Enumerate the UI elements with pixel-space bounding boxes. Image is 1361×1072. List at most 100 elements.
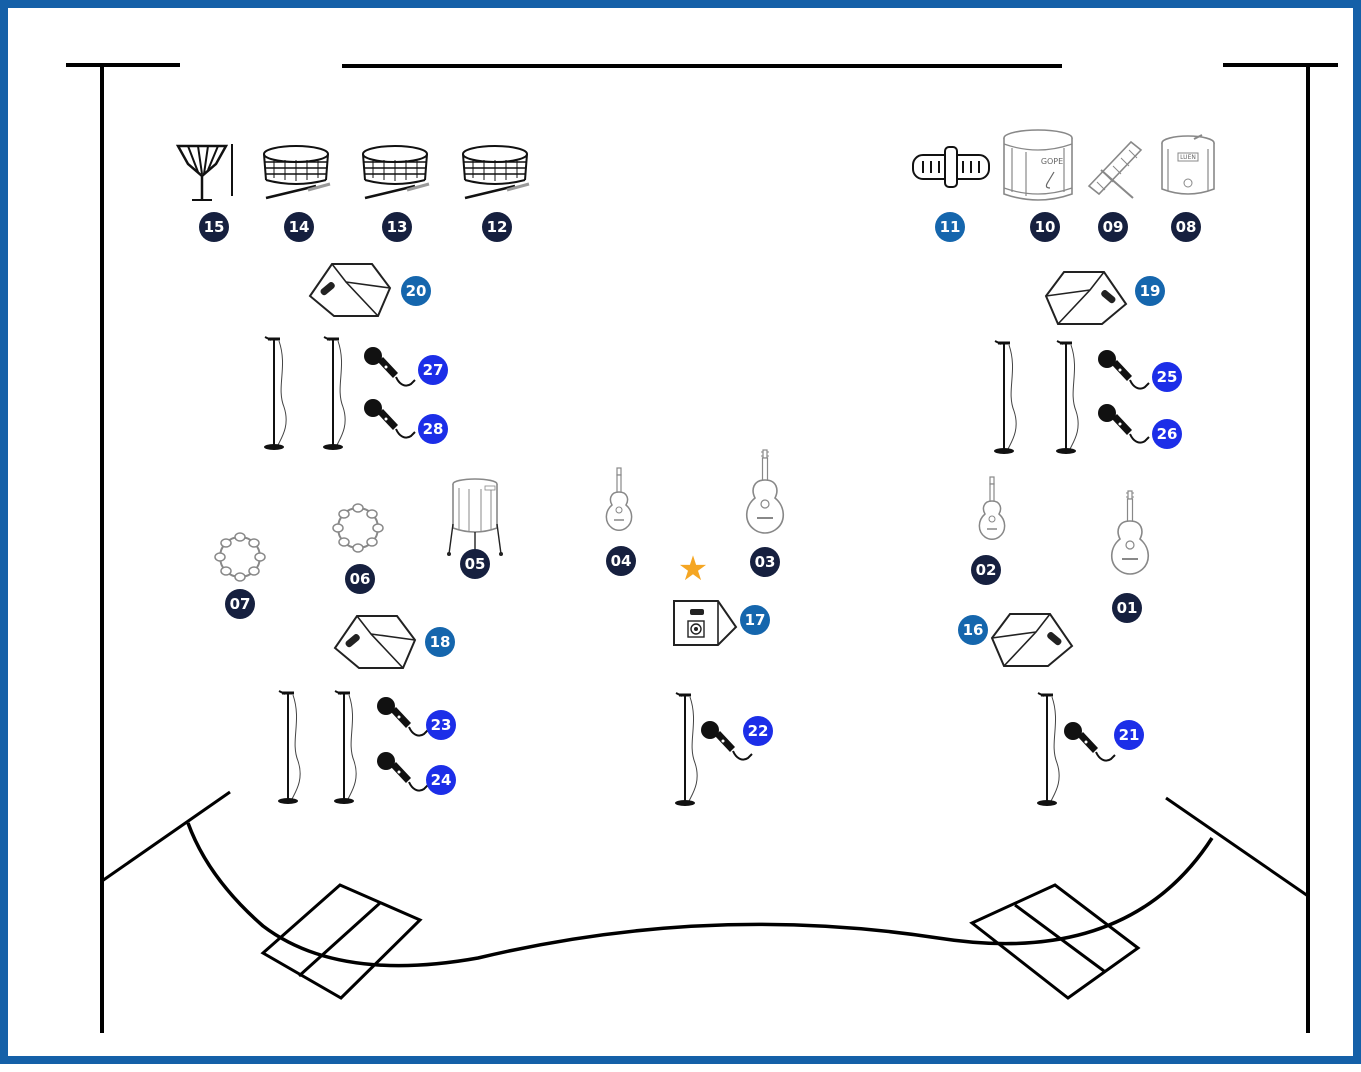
mic-stand-icon [276, 689, 302, 806]
position-badge-number: 15 [204, 218, 225, 236]
position-badge-circle [418, 414, 448, 444]
position-badge-number: 26 [1157, 425, 1178, 443]
position-badge-number: 14 [289, 218, 310, 236]
shaker-icon [912, 146, 990, 188]
position-badge-circle [482, 212, 512, 242]
position-badge-number: 04 [611, 552, 632, 570]
position-badge-circle [284, 212, 314, 242]
position-badge-circle [971, 555, 1001, 585]
handheld-mic-icon [376, 751, 429, 792]
mic-stand-icon [1054, 339, 1080, 456]
repique-icon: LUEN [1161, 134, 1215, 195]
position-badge: 06 [345, 564, 375, 594]
position-badge-circle [1152, 362, 1182, 392]
position-badge-number: 25 [1157, 368, 1178, 386]
mic-stand-icon [332, 689, 358, 806]
position-badge-number: 02 [976, 561, 997, 579]
mic-stand-icon [992, 339, 1018, 456]
stage-plot-diagram: GOPE LUEN ★ [66, 63, 1338, 1033]
position-badge: 22 [743, 716, 773, 746]
position-badge-circle [740, 605, 770, 635]
position-badge: 03 [750, 547, 780, 577]
position-badge: 07 [225, 589, 255, 619]
amplifier-icon [673, 600, 738, 646]
tamborim-icon [262, 144, 332, 200]
position-badge-circle [1171, 212, 1201, 242]
position-badge-number: 08 [1176, 218, 1197, 236]
position-badge-number: 09 [1103, 218, 1124, 236]
position-badge-circle [935, 212, 965, 242]
surdo-icon: GOPE [1003, 129, 1073, 201]
position-badge-number: 27 [423, 361, 444, 379]
handheld-mic-icon [363, 346, 416, 387]
handheld-mic-icon [1097, 403, 1150, 444]
handheld-mic-icon [1063, 721, 1116, 762]
lead-position-star-icon: ★ [678, 549, 708, 589]
position-badge: 28 [418, 414, 448, 444]
position-badge-number: 01 [1117, 599, 1138, 617]
position-badge-number: 10 [1035, 218, 1056, 236]
position-badge-number: 22 [748, 722, 769, 740]
repique-brand-label: LUEN [1180, 154, 1196, 161]
position-badge: 27 [418, 355, 448, 385]
position-badge-circle [606, 546, 636, 576]
position-badge-circle [1135, 276, 1165, 306]
position-badge-number: 07 [230, 595, 251, 613]
position-badge: 04 [606, 546, 636, 576]
position-badge-number: 18 [430, 633, 451, 651]
position-badge-circle [1114, 720, 1144, 750]
monitor-wedge-icon [334, 615, 416, 669]
monitor-wedge-icon [1045, 271, 1127, 325]
position-badge-circle [418, 355, 448, 385]
position-badge-circle [425, 627, 455, 657]
cavaquinho-icon [605, 467, 633, 531]
position-badge: 26 [1152, 419, 1182, 449]
position-badge-circle [199, 212, 229, 242]
position-badge: 02 [971, 555, 1001, 585]
position-badge-circle [750, 547, 780, 577]
position-badge-number: 20 [406, 282, 427, 300]
position-badge: 11 [935, 212, 965, 242]
mic-stand-icon [321, 335, 347, 452]
tambourine-icon [214, 532, 266, 582]
position-badge: 13 [382, 212, 412, 242]
tamborim-icon [361, 144, 431, 200]
position-badge-number: 24 [431, 771, 452, 789]
reco-reco-icon [1087, 140, 1143, 199]
position-badge: 24 [426, 765, 456, 795]
acoustic-guitar-icon [1110, 490, 1150, 575]
position-badge-circle [401, 276, 431, 306]
handheld-mic-icon [363, 398, 416, 439]
cavaquinho-icon [978, 476, 1006, 540]
position-badge: 10 [1030, 212, 1060, 242]
position-badge-circle [1152, 419, 1182, 449]
position-badge-circle [1098, 212, 1128, 242]
monitor-wedge-icon [309, 263, 391, 317]
position-badge: 15 [199, 212, 229, 242]
position-badge: 14 [284, 212, 314, 242]
position-badge: 09 [1098, 212, 1128, 242]
position-badge: 20 [401, 276, 431, 306]
mic-stand-icon [262, 335, 288, 452]
position-badge-number: 12 [487, 218, 508, 236]
position-badge-number: 28 [423, 420, 444, 438]
position-badge-number: 03 [755, 553, 776, 571]
music-stand-icon [175, 144, 233, 201]
position-badge-circle [1030, 212, 1060, 242]
position-badge-number: 21 [1119, 726, 1140, 744]
acoustic-guitar-icon [745, 449, 785, 534]
position-badge: 23 [426, 710, 456, 740]
position-badge-circle [225, 589, 255, 619]
position-badge-circle [743, 716, 773, 746]
floor-tom-icon [447, 478, 503, 558]
position-badge: 12 [482, 212, 512, 242]
position-badge-circle [426, 765, 456, 795]
handheld-mic-icon [1097, 349, 1150, 390]
position-badge: 19 [1135, 276, 1165, 306]
position-badge-number: 17 [745, 611, 766, 629]
position-badge: 25 [1152, 362, 1182, 392]
position-badge: 21 [1114, 720, 1144, 750]
position-badge: 16 [958, 615, 988, 645]
